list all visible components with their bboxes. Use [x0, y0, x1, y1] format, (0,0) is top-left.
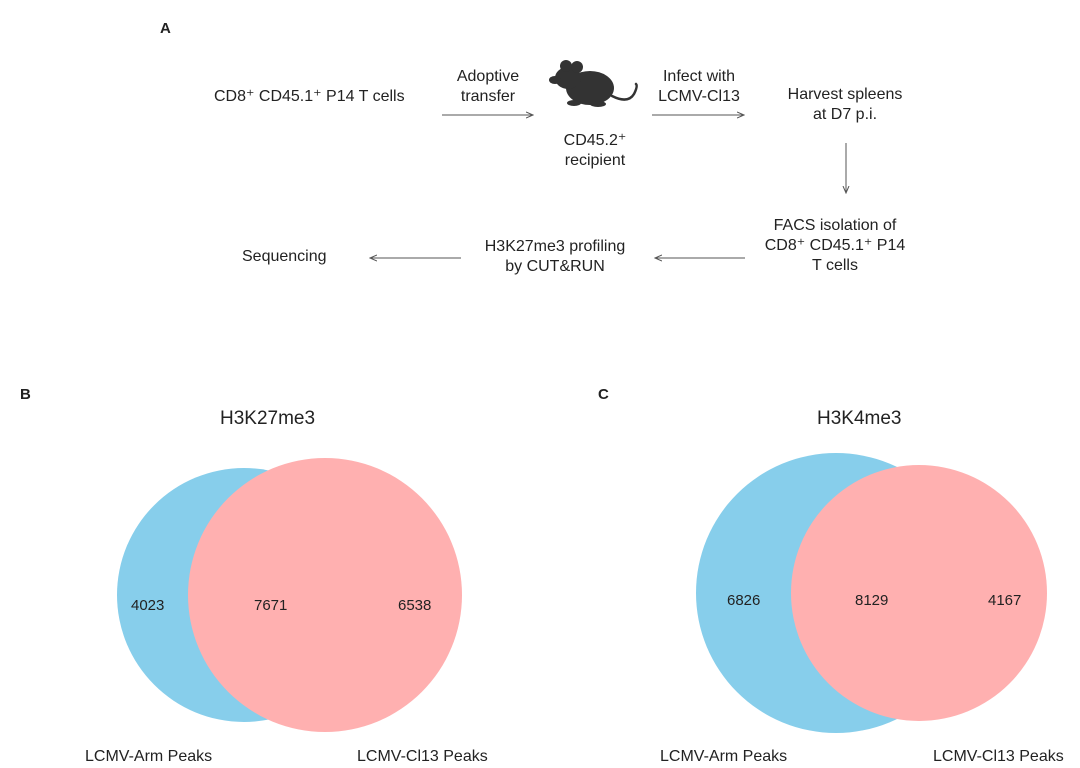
venn-b-circles	[117, 458, 462, 732]
venn-b-right-label: LCMV-Cl13 Peaks	[357, 748, 488, 765]
panel-a-letter: A	[160, 20, 171, 37]
sequencing-label: Sequencing	[242, 248, 327, 265]
mouse-icon	[549, 60, 638, 107]
recipient-label: CD45.2⁺ recipient	[563, 132, 627, 169]
venn-c-cl13-circle	[791, 465, 1047, 721]
harvest-label: Harvest spleens at D7 p.i.	[787, 86, 903, 123]
venn-c-right-count: 4167	[988, 592, 1022, 609]
venn-b-left-count: 4023	[131, 597, 165, 614]
venn-b-cl13-circle	[188, 458, 462, 732]
venn-c-left-count: 6826	[727, 592, 761, 609]
venn-c-left-label: LCMV-Arm Peaks	[660, 748, 788, 765]
panel-c-letter: C	[598, 386, 609, 403]
venn-c-circles	[696, 453, 1047, 733]
profiling-label: H3K27me3 profiling by CUT&RUN	[484, 238, 626, 275]
source-cells-label: CD8⁺ CD45.1⁺ P14 T cells	[214, 88, 405, 105]
panel-b-title: H3K27me3	[220, 408, 316, 429]
venn-b-left-label: LCMV-Arm Peaks	[85, 748, 213, 765]
infect-label: Infect with LCMV-Cl13	[658, 68, 740, 105]
venn-c-overlap-count: 8129	[855, 592, 889, 609]
panel-c-title: H3K4me3	[817, 408, 902, 429]
venn-b-right-count: 6538	[398, 597, 432, 614]
venn-c-right-label: LCMV-Cl13 Peaks	[933, 748, 1064, 765]
facs-label: FACS isolation of CD8⁺ CD45.1⁺ P14 T cel…	[764, 217, 906, 274]
panel-b-letter: B	[20, 386, 31, 403]
venn-b-overlap-count: 7671	[254, 597, 288, 614]
adoptive-transfer-label: Adoptive transfer	[456, 68, 520, 105]
